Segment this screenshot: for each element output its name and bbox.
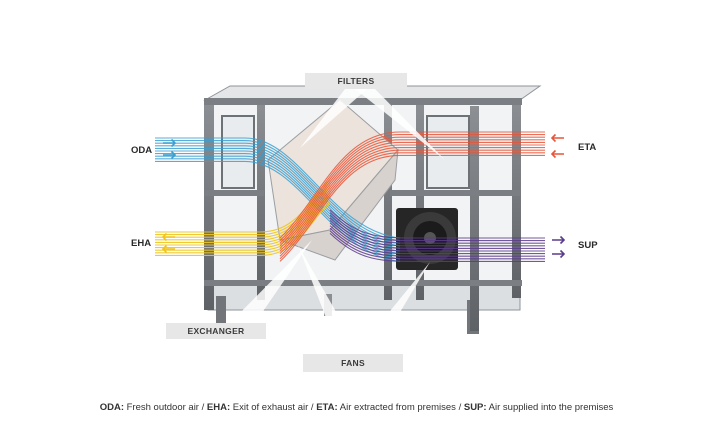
unit-housing [203,85,542,334]
sup-stream-line [329,219,545,249]
eta-stream-line [279,154,545,262]
filter-panel-right [426,115,470,189]
eta-stream-line [279,131,545,239]
eha-arrow-icon [161,232,175,242]
eta-stream-line [279,136,545,244]
eta-stream-line [279,147,545,254]
sup-label: SUP [578,240,598,251]
oda-stream-line [155,150,401,252]
frame-post [470,106,479,331]
callout-pointers [230,89,445,354]
caption-eta-text: Air extracted from premises / [337,402,464,413]
eta-stream-line [279,149,545,257]
sup-stream-line [329,227,545,257]
fan [396,208,458,270]
fans-callout: FANS [303,354,403,372]
caption-oda-text: Fresh outdoor air / [123,402,207,413]
eta-stream [279,131,545,262]
airflow-streams [155,131,545,262]
caption-eha-text: Exit of exhaust air / [230,402,317,413]
frame-post [384,100,392,300]
frame-rail [390,190,520,196]
frame-post [204,100,214,310]
fans-pointer-left [298,245,360,354]
oda-stream-line [155,145,401,247]
exchanger-callout: EXCHANGER [166,323,266,339]
oda-stream-line [155,137,401,239]
filters-callout: FILTERS [305,73,407,89]
oda-stream-line [155,140,401,242]
oda-stream-line [155,142,401,244]
frame-rail [204,190,264,196]
sup-stream-line [329,209,545,239]
sup-stream-line [329,230,545,260]
oda-arrow-icon [163,150,177,160]
eha-arrow-icon [161,244,175,254]
sup-arrow-icon [552,235,566,245]
eta-arrow-icon [550,149,564,159]
frame-rail [204,98,522,105]
exchanger-pointer [230,240,312,323]
eta-stream-line [279,144,545,252]
frame-rail [204,280,522,286]
eta-label: ETA [578,142,597,153]
sup-arrow-icon [552,249,566,259]
caption-sup-text: Air supplied into the premises [486,402,614,413]
eta-stream-line [279,152,545,260]
oda-arrow-icon [163,138,177,148]
filters-pointer-right [355,89,445,160]
oda-stream-line [155,153,401,255]
sup-stream [329,209,545,262]
sup-stream-line [329,222,545,252]
eta-stream-line [279,141,545,249]
frame-post [416,100,424,300]
eha-label: EHA [131,238,152,249]
sup-stream-line [329,212,545,242]
caption-oda-abbr: ODA: [99,402,124,413]
oda-label: ODA [131,145,153,156]
sup-stream-line [329,232,545,262]
sup-stream-line [329,214,545,244]
filter-panel-left [221,115,255,189]
eta-stream-line [279,134,545,241]
eta-arrow-icon [550,133,564,143]
frame-post [512,98,521,298]
caption-sup-abbr: SUP: [463,402,487,413]
caption-eta-abbr: ETA: [316,402,338,413]
legend-caption: ODA: Fresh outdoor air / EHA: Exit of ex… [0,402,713,413]
flow-arrows [161,133,566,259]
fans-pointer-right [355,262,430,354]
caption-eha-abbr: EHA: [206,402,231,413]
filters-pointer-left [300,89,367,148]
sup-stream-line [329,225,545,255]
oda-stream-line [155,147,401,249]
base-leg [216,296,226,326]
eta-stream-line [279,139,545,247]
sup-stream-line [329,217,545,247]
frame-post [257,100,265,300]
